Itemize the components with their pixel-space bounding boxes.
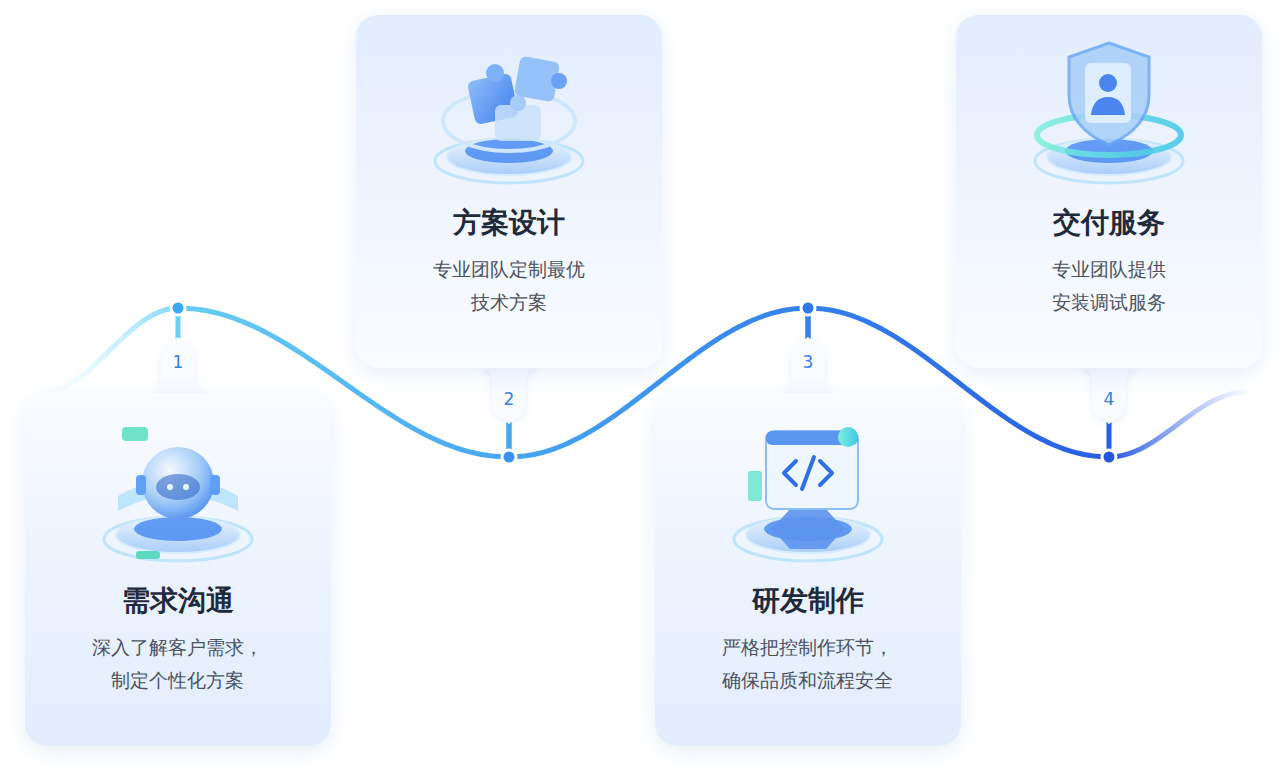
gear bbox=[838, 427, 858, 447]
person-head bbox=[1099, 74, 1117, 92]
illustration-icon bbox=[78, 401, 278, 581]
process-card: 方案设计专业团队定制最优 技术方案 bbox=[356, 15, 662, 368]
step-tab bbox=[1081, 364, 1137, 424]
robot-eye bbox=[183, 484, 189, 490]
robot-eye bbox=[167, 484, 173, 490]
puzzle-knob bbox=[486, 64, 504, 82]
hex-base bbox=[772, 509, 844, 549]
step-tab bbox=[780, 337, 836, 397]
id-card bbox=[1085, 63, 1131, 123]
robot-head bbox=[142, 447, 214, 519]
wave-dot bbox=[171, 301, 185, 315]
step-title: 交付服务 bbox=[1053, 205, 1165, 241]
step-number: 4 bbox=[1094, 387, 1124, 411]
wave-dot bbox=[801, 301, 815, 315]
base-ring bbox=[435, 139, 583, 183]
process-card: 需求沟通深入了解客户需求， 制定个性化方案 bbox=[25, 393, 331, 746]
illustration-icon bbox=[409, 23, 609, 203]
step-description: 深入了解客户需求， 制定个性化方案 bbox=[87, 631, 269, 697]
base-core bbox=[134, 517, 222, 541]
step-description: 严格把控制作环节， 确保品质和流程安全 bbox=[717, 631, 899, 697]
step-number: 1 bbox=[163, 350, 193, 374]
step-tab bbox=[481, 364, 537, 424]
step-title: 研发制作 bbox=[752, 583, 864, 619]
step-number: 2 bbox=[494, 387, 524, 411]
step-number: 3 bbox=[793, 350, 823, 374]
robot-ear bbox=[210, 475, 220, 495]
process-card: 交付服务专业团队提供 安装调试服务 bbox=[956, 15, 1262, 368]
step-description: 专业团队提供 安装调试服务 bbox=[1046, 253, 1171, 319]
illustration-icon bbox=[708, 401, 908, 581]
step-tab bbox=[150, 337, 206, 397]
shield bbox=[1069, 43, 1149, 145]
puzzle-knob bbox=[551, 73, 567, 89]
chat-tag bbox=[122, 427, 148, 441]
robot-ear bbox=[136, 475, 146, 495]
robot-visor bbox=[156, 474, 200, 500]
step-description: 专业团队定制最优 技术方案 bbox=[427, 253, 590, 319]
wave-dot bbox=[502, 450, 516, 464]
chat-tag bbox=[136, 551, 160, 559]
illustration-icon bbox=[1009, 23, 1209, 203]
wave-tail bbox=[1109, 392, 1246, 457]
step-title: 需求沟通 bbox=[122, 583, 234, 619]
code-glyph bbox=[784, 457, 832, 489]
base-disc bbox=[116, 517, 240, 553]
side-card bbox=[748, 471, 762, 501]
step-title: 方案设计 bbox=[453, 205, 565, 241]
process-card: 研发制作严格把控制作环节， 确保品质和流程安全 bbox=[655, 393, 961, 746]
wave-dot bbox=[1102, 450, 1116, 464]
base-ring bbox=[104, 517, 252, 561]
wave-tail bbox=[42, 308, 178, 392]
puzzle-knob bbox=[510, 95, 526, 111]
person-body bbox=[1091, 97, 1125, 115]
